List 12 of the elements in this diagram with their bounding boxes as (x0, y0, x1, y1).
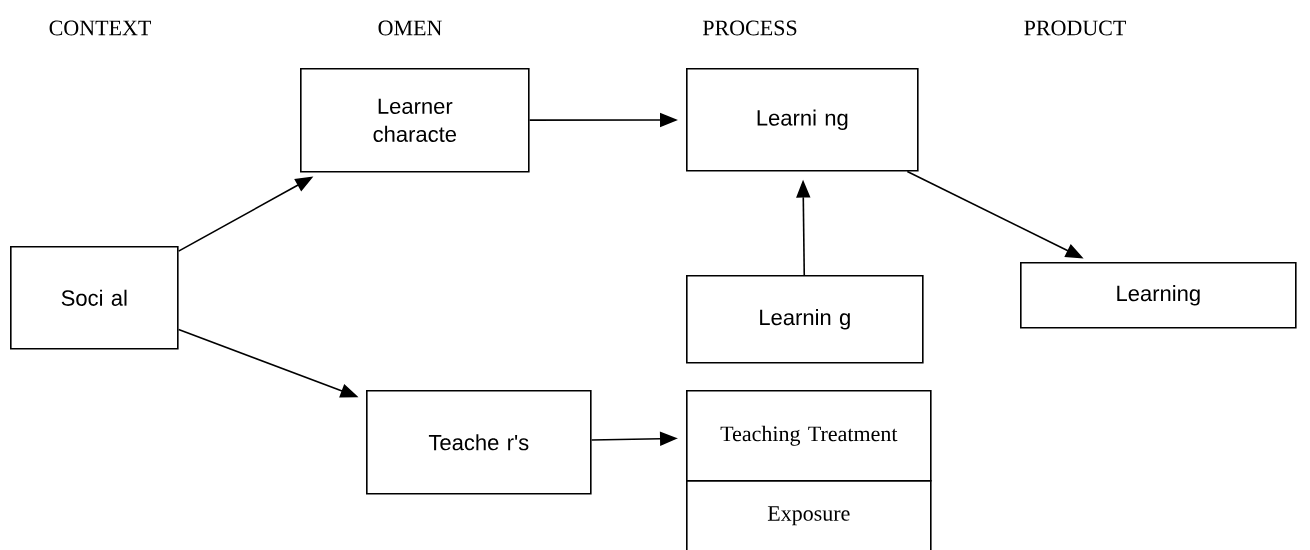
process-box: Learni ng (686, 68, 919, 172)
process-box: Learnin g (686, 275, 924, 364)
column-heading: PROCESS (702, 20, 797, 36)
process-box: Exposure (686, 480, 932, 550)
column-heading: PRODUCT (1024, 20, 1126, 36)
process-box: Teache r's (366, 390, 592, 495)
process-box: Teaching Treatment (686, 390, 932, 482)
process-box: Learning (1020, 262, 1297, 329)
process-box: Learner characte (300, 68, 530, 173)
column-heading: CONTEXT (49, 20, 151, 36)
column-heading: OMEN (378, 20, 442, 36)
process-box: Soci al (10, 246, 179, 350)
